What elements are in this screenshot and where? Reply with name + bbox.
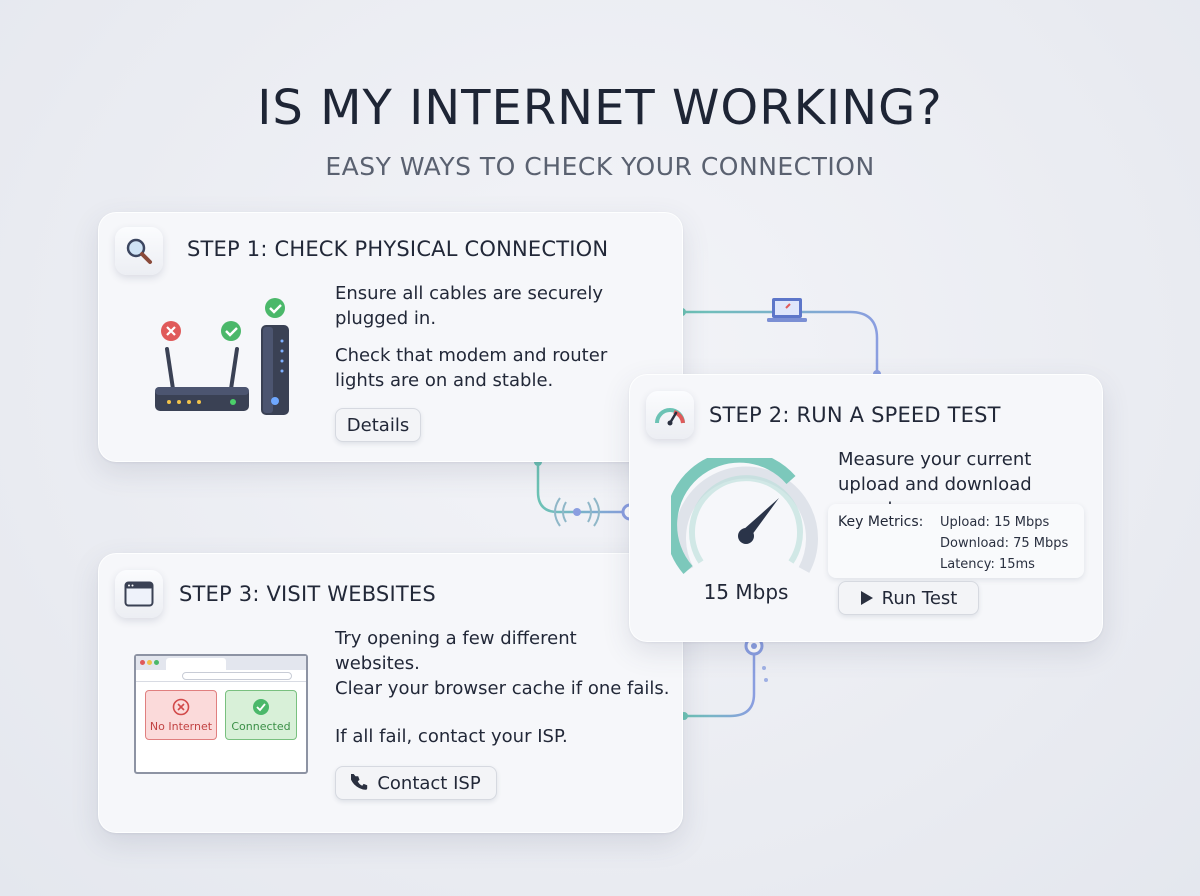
magnifier-icon — [115, 227, 163, 275]
run-test-button[interactable]: Run Test — [838, 581, 979, 615]
browser-address-bar — [136, 670, 306, 682]
speed-gauge — [671, 458, 818, 574]
contact-isp-button[interactable]: Contact ISP — [335, 766, 497, 800]
step3-text-websites: Try opening a few different websites. — [335, 628, 577, 674]
check-badge-icon — [265, 298, 285, 318]
check-circle-icon — [253, 699, 269, 715]
browser-tab — [166, 658, 226, 670]
step2-title: STEP 2: RUN A SPEED TEST — [709, 403, 1001, 427]
status-fail-label: No Internet — [149, 720, 213, 733]
status-no-internet: No Internet — [145, 690, 217, 740]
window-dot-yellow — [147, 660, 152, 665]
run-test-label: Run Test — [881, 587, 958, 609]
speed-readout: 15 Mbps — [703, 580, 789, 604]
connector-step2-step3 — [684, 648, 756, 718]
metrics-label: Key Metrics: — [838, 514, 924, 530]
laptop-icon — [767, 298, 807, 322]
step3-text-cache: Clear your browser cache if one fails. — [335, 678, 670, 699]
step3-title: STEP 3: VISIT WEBSITES — [179, 582, 436, 606]
router-modem-illustration — [155, 298, 289, 415]
error-circle-icon — [172, 698, 190, 716]
metric-download: Download: 75 Mbps — [940, 536, 1069, 551]
step1-title: STEP 1: CHECK PHYSICAL CONNECTION — [187, 237, 609, 261]
page-title: IS MY INTERNET WORKING? — [257, 80, 943, 136]
connector-step1-step2 — [682, 310, 879, 374]
status-ok-label: Connected — [231, 720, 291, 733]
window-dot-green — [154, 660, 159, 665]
error-badge-icon — [161, 321, 181, 341]
details-button[interactable]: Details — [335, 408, 421, 442]
contact-isp-label: Contact ISP — [377, 772, 481, 794]
status-connected: Connected — [225, 690, 297, 740]
connector-step1-step3 — [536, 462, 630, 514]
window-dot-red — [140, 660, 145, 665]
page-subtitle: EASY WAYS TO CHECK YOUR CONNECTION — [325, 152, 875, 181]
phone-icon — [351, 774, 368, 790]
step1-text-cables: Ensure all cables are securely plugged i… — [335, 283, 603, 329]
step1-text-lights: Check that modem and router lights are o… — [335, 345, 608, 391]
browser-tabbar — [136, 656, 306, 670]
play-icon — [860, 591, 873, 605]
metric-upload: Upload: 15 Mbps — [940, 515, 1050, 530]
browser-illustration: No Internet Connected — [134, 654, 308, 774]
key-metrics-panel: Key Metrics: Upload: 15 Mbps Download: 7… — [828, 504, 1084, 578]
browser-window-icon — [115, 570, 163, 618]
speedometer-icon — [646, 391, 694, 439]
step3-text-isp: If all fail, contact your ISP. — [335, 726, 568, 747]
wifi-signal-icon — [554, 497, 600, 527]
step3-card: STEP 3: VISIT WEBSITES No Internet Conne… — [98, 553, 683, 833]
metric-latency: Latency: 15ms — [940, 557, 1035, 572]
check-badge-icon — [221, 321, 241, 341]
step1-card: STEP 1: CHECK PHYSICAL CONNECTION Ensure… — [98, 212, 683, 462]
